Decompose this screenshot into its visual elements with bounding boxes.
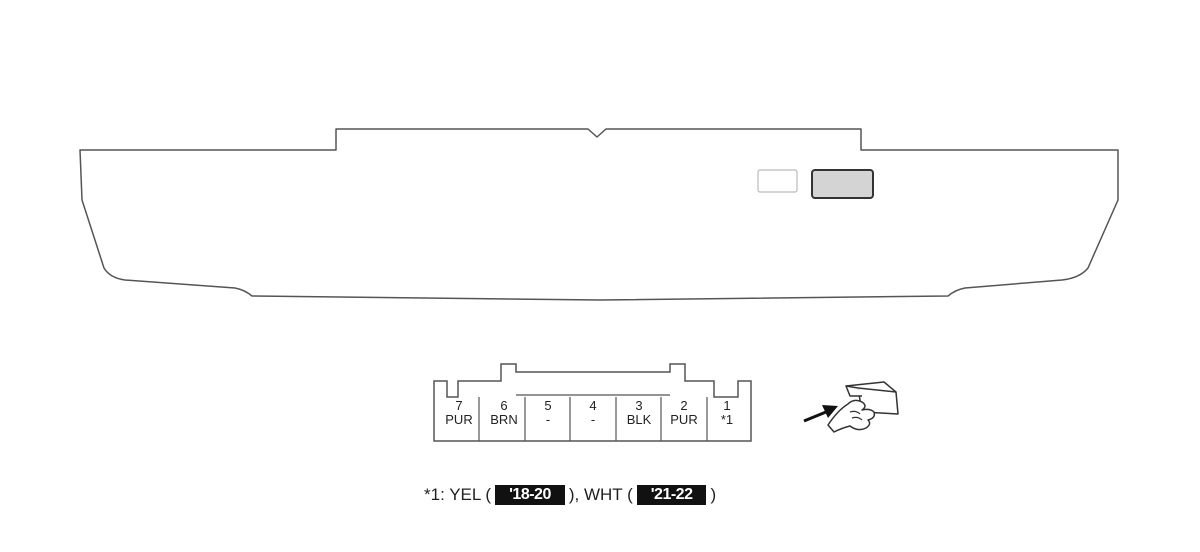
- pin-number-4: 4: [589, 398, 596, 413]
- pin-number-7: 7: [455, 398, 462, 413]
- year-badge-2018-2020: '18-20: [495, 485, 565, 505]
- pin-color-7: PUR: [445, 412, 472, 427]
- pin-color-4: -: [591, 412, 595, 427]
- pin-color-6: BRN: [490, 412, 517, 427]
- footnote-tail: ): [710, 485, 717, 504]
- panel-outline: [79, 128, 1119, 301]
- pin-color-1: *1: [721, 412, 733, 427]
- pin-number-1: 1: [723, 398, 730, 413]
- connector-diagram: 7 6 5 4 3 2 1 PUR BRN - - BLK PUR *1: [79, 128, 1119, 442]
- panel-switch-highlighted: [811, 169, 874, 199]
- footnote-lead: *1: YEL (: [424, 485, 492, 504]
- panel-switch-blank: [757, 169, 798, 193]
- wire-color-footnote: *1: YEL ('18-20), WHT ('21-22): [424, 484, 716, 506]
- pin-color-5: -: [546, 412, 550, 427]
- pin-number-2: 2: [680, 398, 687, 413]
- pin-color-3: BLK: [627, 412, 652, 427]
- pin-color-2: PUR: [670, 412, 697, 427]
- pin-number-3: 3: [635, 398, 642, 413]
- pin-number-6: 6: [500, 398, 507, 413]
- year-badge-2021-2022: '21-22: [636, 485, 707, 505]
- pin-number-5: 5: [544, 398, 551, 413]
- hand-pointing-connector-icon: [803, 381, 899, 433]
- connector-outline: [433, 363, 752, 442]
- footnote-mid: ), WHT (: [568, 485, 633, 504]
